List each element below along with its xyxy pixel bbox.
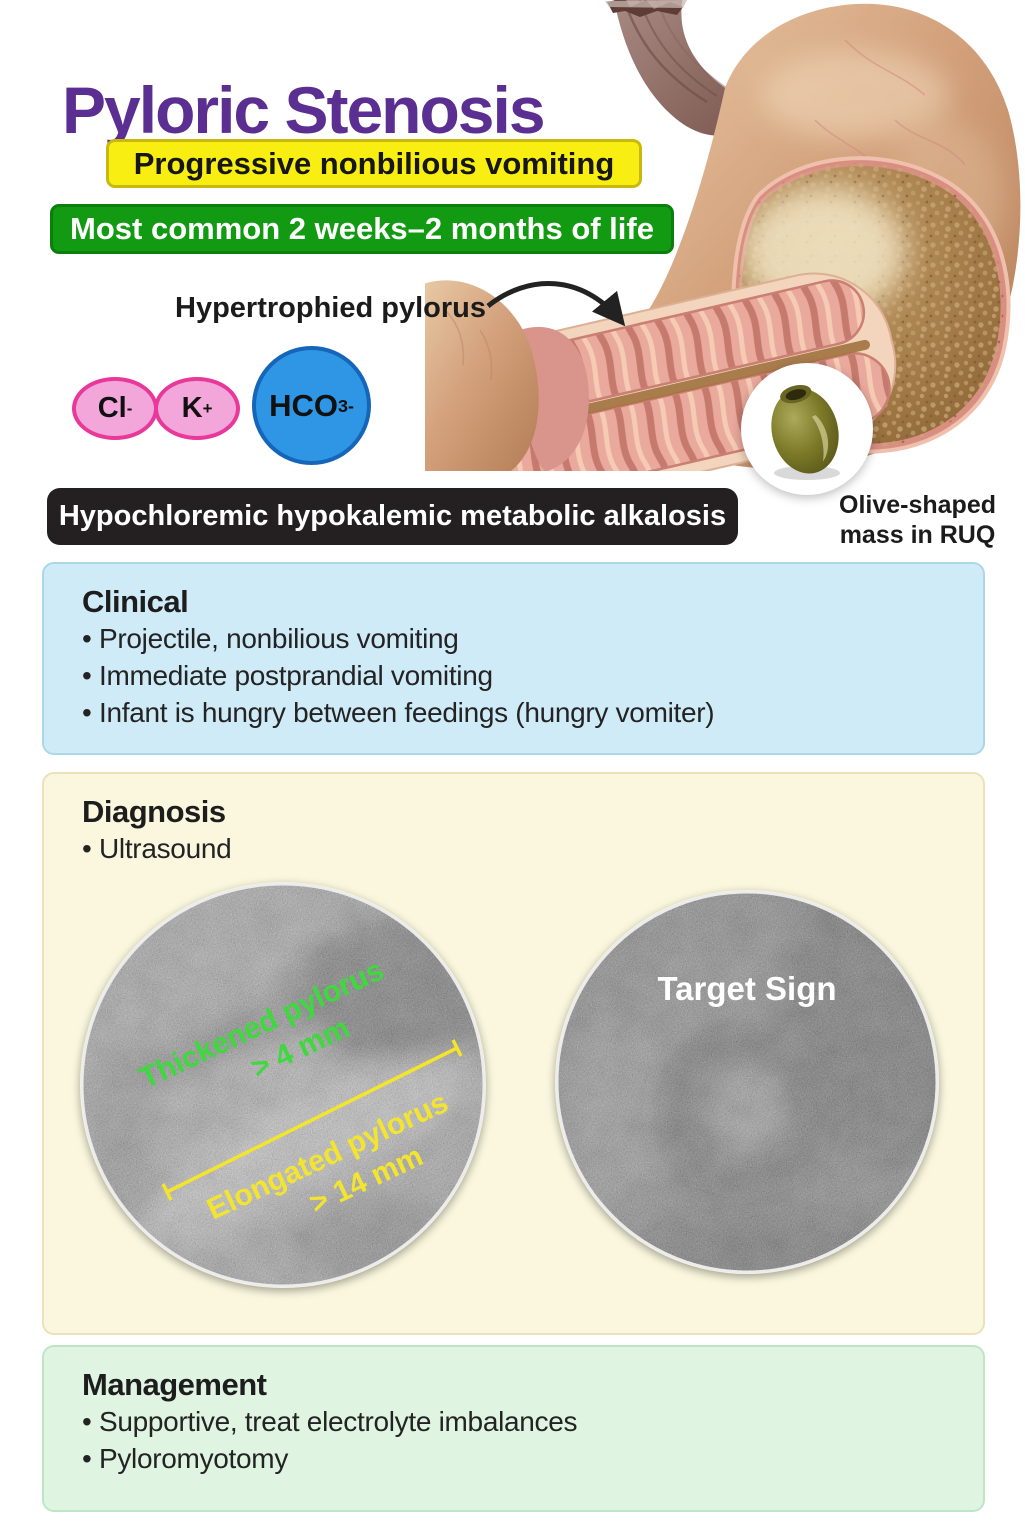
clinical-bullet: • Immediate postprandial vomiting — [82, 660, 493, 692]
diagnosis-heading: Diagnosis — [82, 794, 226, 829]
hypertrophied-pylorus-label: Hypertrophied pylorus — [175, 292, 486, 324]
age-banner-text: Most common 2 weeks–2 months of life — [70, 211, 654, 246]
ultrasound-left-image: Thickened pylorus > 4 mm Elongated pylor… — [80, 882, 486, 1288]
olive-caption-line1: Olive-shaped — [839, 491, 996, 519]
target-sign-label: Target Sign — [657, 970, 836, 1007]
olive-caption: Olive-shaped mass in RUQ — [815, 491, 1020, 550]
alkalosis-banner-text: Hypochloremic hypokalemic metabolic alka… — [58, 500, 727, 532]
management-bullet: • Pyloromyotomy — [82, 1443, 289, 1475]
vomiting-banner-text: Progressive nonbilious vomiting — [133, 145, 615, 181]
measurement-line — [166, 1046, 458, 1194]
management-section: Management • Supportive, treat electroly… — [42, 1345, 985, 1512]
management-heading: Management — [82, 1367, 267, 1402]
olive-icon — [771, 385, 840, 480]
page-title: Pyloric Stenosis — [62, 73, 546, 148]
olive-caption-line2: mass in RUQ — [839, 520, 996, 549]
diagnosis-bullet: • Ultrasound — [82, 833, 232, 864]
clinical-heading: Clinical — [82, 584, 189, 619]
stomach-illustration — [425, 0, 1025, 480]
clinical-section: Clinical • Projectile, nonbilious vomiti… — [42, 562, 985, 755]
alkalosis-banner: Hypochloremic hypokalemic metabolic alka… — [47, 488, 738, 545]
management-bullet: • Supportive, treat electrolyte imbalanc… — [82, 1406, 578, 1437]
clinical-bullet: • Infant is hungry between feedings (hun… — [82, 697, 715, 729]
chloride-ion-bubble: Cl- — [72, 377, 158, 440]
chloride-symbol: Cl — [97, 392, 127, 424]
potassium-symbol: K — [181, 392, 203, 424]
pylorus-pointer-arrow-icon — [486, 281, 626, 327]
clinical-bullet: • Projectile, nonbilious vomiting — [82, 623, 459, 654]
bicarbonate-symbol: HCO — [269, 387, 338, 423]
age-banner: Most common 2 weeks–2 months of life — [50, 204, 674, 254]
vomiting-banner: Progressive nonbilious vomiting — [106, 139, 642, 188]
illustration-bottom-mask — [425, 471, 1025, 480]
olive-image-circle — [741, 363, 873, 495]
duodenum-illustration — [425, 280, 589, 478]
ultrasound-right-image: Target Sign — [555, 890, 939, 1274]
potassium-ion-bubble: K+ — [154, 377, 240, 440]
